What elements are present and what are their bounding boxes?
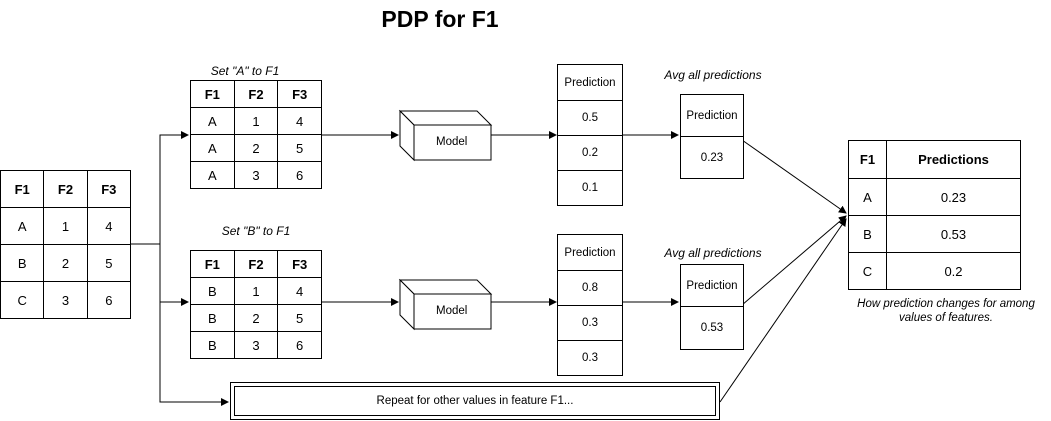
- table-cell: 2: [233, 134, 279, 162]
- table-row: A 2 5: [190, 134, 322, 162]
- table-cell: 0.23: [886, 178, 1021, 216]
- average-header: Prediction: [681, 265, 743, 307]
- result-caption: How prediction changes for among values …: [857, 298, 1035, 324]
- model-a-label: Model: [436, 136, 468, 148]
- table-cell: B: [0, 244, 45, 282]
- branch-a-average: Prediction 0.23: [680, 94, 744, 179]
- table-cell: A: [0, 207, 45, 245]
- table-cell: 1: [233, 277, 279, 305]
- average-header: Prediction: [681, 95, 743, 137]
- input-header-f3: F3: [86, 170, 132, 208]
- predictions-header: Prediction: [558, 65, 622, 101]
- branch-a-predictions: Prediction 0.5 0.2 0.1: [557, 64, 623, 206]
- table-row: B 1 4: [190, 277, 322, 305]
- predictions-header: Prediction: [558, 235, 622, 271]
- input-table: F1 F2 F3 A 1 4 B 2 5 C 3 6: [0, 170, 132, 319]
- table-cell: 3: [43, 281, 88, 319]
- table-row: B 2 5: [190, 304, 322, 332]
- table-cell: 4: [277, 107, 322, 135]
- prediction-value: 0.3: [558, 306, 622, 341]
- branch-a-caption: Set "A" to F1: [210, 64, 280, 78]
- branch-a-avg-caption: Avg all predictions: [664, 68, 762, 82]
- table-cell: 1: [233, 107, 279, 135]
- table-cell: 3: [233, 161, 279, 189]
- table-cell: 0.2: [886, 252, 1021, 290]
- model-b-label: Model: [436, 305, 468, 317]
- arrow-input-to-branch-a: [131, 131, 189, 245]
- prediction-value: 0.1: [582, 182, 598, 194]
- table-row: A 3 6: [190, 161, 322, 189]
- input-header-f2: F2: [43, 170, 88, 208]
- table-header: F3: [277, 250, 322, 278]
- table-header: F1: [848, 140, 887, 179]
- branch-b-predictions: Prediction 0.8 0.3 0.3: [557, 234, 623, 376]
- prediction-value: 0.8: [558, 271, 622, 306]
- page-title: PDP for F1: [381, 6, 499, 32]
- average-value: 0.53: [700, 322, 724, 334]
- table-cell: 6: [277, 331, 322, 359]
- table-row: B 3 6: [190, 331, 322, 359]
- table-row: A 1 4: [190, 107, 322, 135]
- table-row: A 1 4: [0, 207, 132, 245]
- table-cell: 4: [86, 207, 132, 245]
- branch-b-average: Prediction 0.53: [680, 264, 744, 350]
- branch-b-table: F1 F2 F3 B 1 4 B 2 5 B 3 6: [190, 250, 322, 359]
- repeat-text: Repeat for other values in feature F1...: [234, 386, 716, 416]
- branch-a-table: F1 F2 F3 A 1 4 A 2 5 A 3 6: [190, 80, 322, 189]
- table-cell: 3: [233, 331, 279, 359]
- table-header: F2: [233, 80, 279, 108]
- arrow-input-to-branch-b: [159, 244, 189, 306]
- table-row: B 2 5: [0, 244, 132, 282]
- table-cell: A: [190, 134, 235, 162]
- table-header: F2: [233, 250, 279, 278]
- repeat-box: Repeat for other values in feature F1...: [230, 382, 720, 420]
- branch-b-caption: Set "B" to F1: [221, 224, 291, 238]
- table-cell: A: [190, 161, 235, 189]
- table-cell: 0.53: [886, 215, 1021, 253]
- table-cell: 5: [86, 244, 132, 282]
- table-cell: A: [190, 107, 235, 135]
- table-cell: 6: [86, 281, 132, 319]
- table-header: Predictions: [886, 140, 1021, 179]
- prediction-value: 0.3: [582, 352, 598, 364]
- table-row: C 3 6: [0, 281, 132, 319]
- result-table: F1 Predictions A 0.23 B 0.53 C 0.2: [848, 140, 1021, 290]
- table-cell: 2: [233, 304, 279, 332]
- table-header: F1: [190, 80, 235, 108]
- table-cell: C: [0, 281, 45, 319]
- table-row: A 0.23: [848, 178, 1021, 216]
- arrow-avg-a-to-result: [741, 139, 847, 214]
- table-cell: A: [848, 178, 887, 216]
- table-cell: 5: [277, 304, 322, 332]
- table-cell: C: [848, 252, 887, 290]
- table-cell: B: [190, 304, 235, 332]
- table-cell: 5: [277, 134, 322, 162]
- input-header-f1: F1: [0, 170, 45, 208]
- table-cell: 4: [277, 277, 322, 305]
- table-cell: B: [848, 215, 887, 253]
- prediction-value: 0.5: [558, 101, 622, 136]
- arrow-avg-b-to-result: [741, 215, 847, 306]
- table-cell: 1: [43, 207, 88, 245]
- table-header: F3: [277, 80, 322, 108]
- table-row: C 0.2: [848, 252, 1021, 290]
- table-header: F1: [190, 250, 235, 278]
- table-row: B 0.53: [848, 215, 1021, 253]
- prediction-value: 0.2: [558, 136, 622, 171]
- table-cell: B: [190, 277, 235, 305]
- table-cell: 6: [277, 161, 322, 189]
- table-cell: B: [190, 331, 235, 359]
- average-value: 0.23: [700, 151, 724, 164]
- table-cell: 2: [43, 244, 88, 282]
- branch-b-avg-caption: Avg all predictions: [664, 246, 762, 260]
